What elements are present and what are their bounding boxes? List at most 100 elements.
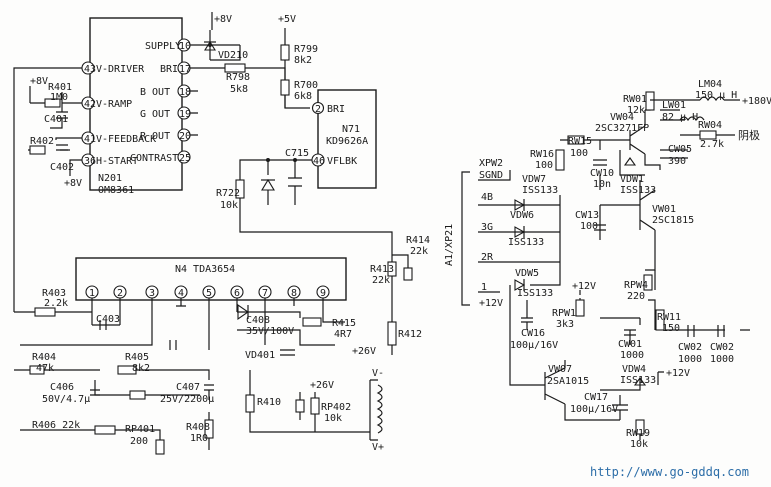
vd401-label: VD401	[245, 350, 275, 361]
rw15-val: 100	[570, 148, 588, 159]
cw01-ref: CW01	[618, 339, 642, 350]
vdw7-ref: VDW7	[522, 174, 546, 185]
cw13-val: 100	[580, 221, 598, 232]
n201-pin-19-num: 19	[179, 109, 191, 120]
n201-ref: N201	[98, 173, 122, 184]
n201-pin-43-label: V-DRIVER	[96, 64, 145, 75]
rw16-ref: RW16	[530, 149, 554, 160]
r414-ref: R414	[406, 235, 430, 246]
vflbk-diode-icon	[261, 178, 275, 191]
rw04-ref: RW04	[698, 120, 722, 131]
r799-resistor	[280, 44, 290, 61]
vdw6-diode-icon	[514, 226, 526, 238]
xp-pin-4b: 4B	[481, 192, 493, 203]
vd210-diode-icon	[204, 40, 216, 51]
cw02a-val: 1000	[678, 354, 702, 365]
rw19-val: 10k	[630, 439, 648, 450]
plus12v-c-label: +12V	[666, 368, 690, 379]
cw01-val: 1000	[620, 350, 644, 361]
vdw4-val: ISS133	[620, 375, 656, 386]
vdw1-val: ISS133	[620, 185, 656, 196]
r406-label: R406 22k	[32, 420, 80, 431]
rpw4-pot	[643, 274, 653, 291]
plus8v-left-label: +8V	[30, 76, 48, 87]
rpw1-pot	[575, 299, 585, 317]
c402-label: C402	[50, 162, 74, 173]
cw05-val: 390	[668, 156, 686, 167]
n201-pin-42-label: V-RAMP	[96, 99, 132, 110]
rw11-resistor	[655, 309, 665, 331]
r410-resistor	[245, 394, 255, 413]
r412-ref: R412	[398, 329, 422, 340]
rw01-resistor	[645, 91, 655, 111]
r408-ref: R408	[186, 422, 210, 433]
r403-val: 2.2k	[44, 298, 68, 309]
c401-label: C401	[44, 114, 68, 125]
v-minus-label: V-	[372, 368, 384, 379]
a1-xp21-label: A1/XP21	[444, 224, 455, 266]
rw16-resistor	[555, 149, 565, 171]
n71-pin-2	[311, 101, 325, 115]
vdw6-ref: VDW6	[510, 210, 534, 221]
cw17-ref: CW17	[584, 392, 608, 403]
vdw5-ref: VDW5	[515, 268, 539, 279]
lw01-inductor-icon	[679, 116, 705, 122]
c408-ref: C408	[246, 315, 270, 326]
lm04-val: 150 μ H	[695, 90, 737, 101]
r415-ref: R415	[332, 318, 356, 329]
watermark-url: http://www.go-gddq.com	[590, 465, 749, 479]
rp401-pot	[155, 439, 165, 455]
vdw7-val: ISS133	[522, 185, 558, 196]
cw02b-ref: CW02	[710, 342, 734, 353]
vw07-val: 2SA1015	[547, 376, 589, 387]
r408-val: 1R0	[190, 433, 208, 444]
n201-pin-19-label: G OUT	[140, 109, 170, 120]
n71-pin-2-label: BRI	[327, 104, 345, 115]
r700-resistor	[280, 79, 290, 96]
r700-ref: R700	[294, 80, 318, 91]
r405-val: 8k2	[132, 363, 150, 374]
vdw5-val: ISS133	[517, 288, 553, 299]
plus5v-label: +5V	[278, 14, 296, 25]
rw01-ref: RW01	[623, 94, 647, 105]
rpw4-ref: RPW4	[624, 280, 648, 291]
n201-pin-36-num: 36	[84, 156, 96, 167]
n4-pin-8: 8	[291, 288, 297, 299]
lw01-val: 82 μ H	[662, 112, 698, 123]
r401-resistor	[44, 98, 61, 108]
c715-label: C715	[285, 148, 309, 159]
n201-pin-25-num: 25	[179, 153, 191, 164]
plus26v-b-label: +26V	[310, 380, 334, 391]
r404-ref: R404	[32, 352, 56, 363]
vdw7-diode-icon	[514, 199, 526, 211]
n71-pin-2-num: 2	[315, 104, 321, 115]
plus8v-top-label: +8V	[214, 14, 232, 25]
n4-pin-4: 4	[178, 288, 184, 299]
n201-pin-17-num: 17	[179, 64, 191, 75]
rpw4-val: 220	[627, 291, 645, 302]
xp-pin-1: 1	[481, 282, 487, 293]
cw10-ref: CW10	[590, 168, 614, 179]
rw15-resistor	[567, 135, 585, 145]
n201-pin-18-num: 18	[179, 87, 191, 98]
r412-resistor	[387, 321, 397, 346]
rp402-ref: RP402	[321, 402, 351, 413]
cw02a-ref: CW02	[678, 342, 702, 353]
yoke-coil-icon	[376, 384, 383, 434]
rp401-ref: RP401	[125, 424, 155, 435]
n71-pin-46-label: VFLBK	[327, 156, 357, 167]
vdw6-val: ISS133	[508, 237, 544, 248]
rp402-pot	[310, 397, 320, 415]
xp-pin-3g: 3G	[481, 222, 493, 233]
rp402-val: 10k	[324, 413, 342, 424]
r404-val: 47k	[36, 363, 54, 374]
r403-resistor	[34, 307, 56, 317]
cw17-val: 100μ/16V	[570, 404, 618, 415]
r403-ref: R403	[42, 288, 66, 299]
n201-part: OM8361	[98, 185, 134, 196]
cw16-ref: CW16	[521, 328, 545, 339]
rw11-ref: RW11	[657, 312, 681, 323]
n71-ref: N71	[342, 124, 360, 135]
